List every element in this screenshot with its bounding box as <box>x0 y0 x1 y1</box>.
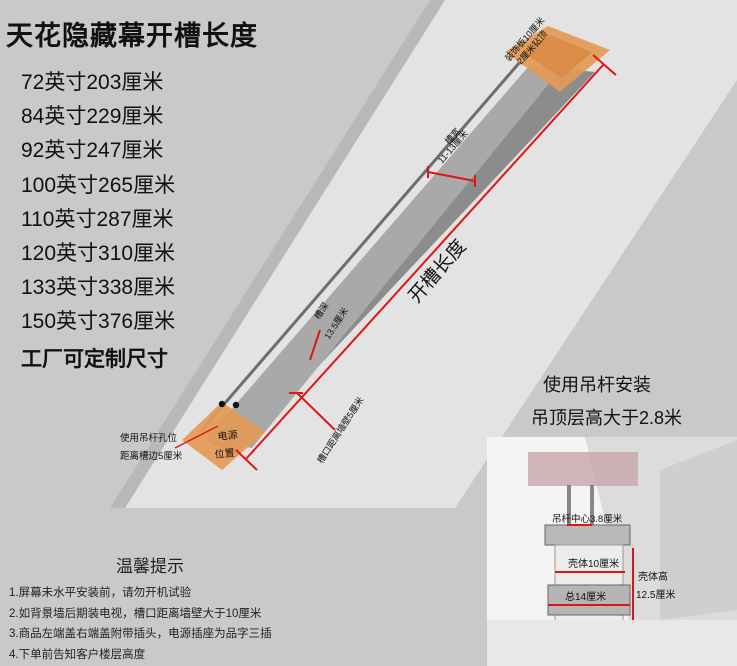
custom-size-note: 工厂可定制尺寸 <box>21 348 168 371</box>
shell-height-label-1: 壳体高 <box>638 570 668 583</box>
size-item: 72英寸203厘米 <box>21 71 164 94</box>
total-width-label: 总14厘米 <box>565 590 606 603</box>
wall-distance-line <box>296 392 336 431</box>
hanger-rod <box>590 485 594 525</box>
slot-length-tick-top <box>592 54 617 76</box>
slot-channel-wall <box>205 65 560 448</box>
slot-depth-line <box>309 329 321 361</box>
hanger-hole-label: 使用吊杆孔位 <box>120 432 178 444</box>
hanger-hole <box>218 400 226 408</box>
size-item: 110英寸287厘米 <box>21 207 174 231</box>
ceiling-panel-shadow <box>110 0 445 508</box>
shell-width-label: 壳体10厘米 <box>568 557 619 570</box>
install-method-title: 使用吊杆安装 <box>543 375 651 395</box>
hanger-hole-line <box>174 425 219 449</box>
slot-length-tick-bottom <box>235 449 258 471</box>
size-item: 84英寸229厘米 <box>21 105 164 129</box>
blurred-bracket <box>528 452 638 486</box>
tip-item: 1.屏幕未水平安装前，请勿开机试验 <box>9 587 192 599</box>
size-item: 133英寸338厘米 <box>21 276 176 300</box>
shell-height-label-2: 12.5厘米 <box>636 588 675 601</box>
page-title: 天花隐藏幕开槽长度 <box>6 21 258 51</box>
bottom-orange-pad <box>182 402 265 470</box>
ceiling-board <box>487 620 737 666</box>
size-list: 72英寸203厘米 84英寸229厘米 92英寸247厘米 100英寸265厘米… <box>21 66 175 340</box>
center-distance-label: 吊杆中心3.8厘米 <box>552 513 623 525</box>
hanger-hole <box>232 401 240 409</box>
tips-list: 1.屏幕未水平安装前，请勿开机试验 2.如背景墙后期装电视，槽口距离墙壁大于10… <box>9 583 272 665</box>
hanger-rod <box>567 485 571 525</box>
mount-plate <box>544 524 631 546</box>
tip-item: 4.下单前告知客户楼层高度 <box>9 648 146 661</box>
install-photo <box>487 437 737 666</box>
slot-edge <box>198 61 522 433</box>
tips-title: 温馨提示 <box>116 557 184 576</box>
power-label-2: 位置 <box>214 446 235 461</box>
size-item: 120英寸310厘米 <box>21 241 176 265</box>
tip-item: 2.如背景墙后期装电视，槽口距离墙壁大于10厘米 <box>9 607 262 620</box>
hanger-hole-distance: 距离槽边5厘米 <box>120 450 183 462</box>
tip-item: 3.商品左端盖右端盖附带插头，电源插座为品字三插 <box>9 628 272 640</box>
slot-length-line <box>244 63 605 461</box>
top-pad-inner <box>522 35 592 78</box>
ceiling-height-note: 吊顶层高大于2.8米 <box>531 408 683 428</box>
power-label-1: 电源 <box>217 428 238 443</box>
shell-bottom-plate <box>547 584 631 616</box>
slot-width-line <box>427 171 476 182</box>
size-item: 150英寸376厘米 <box>21 310 176 334</box>
size-item: 92英寸247厘米 <box>21 139 164 163</box>
size-item: 100英寸265厘米 <box>21 173 176 197</box>
